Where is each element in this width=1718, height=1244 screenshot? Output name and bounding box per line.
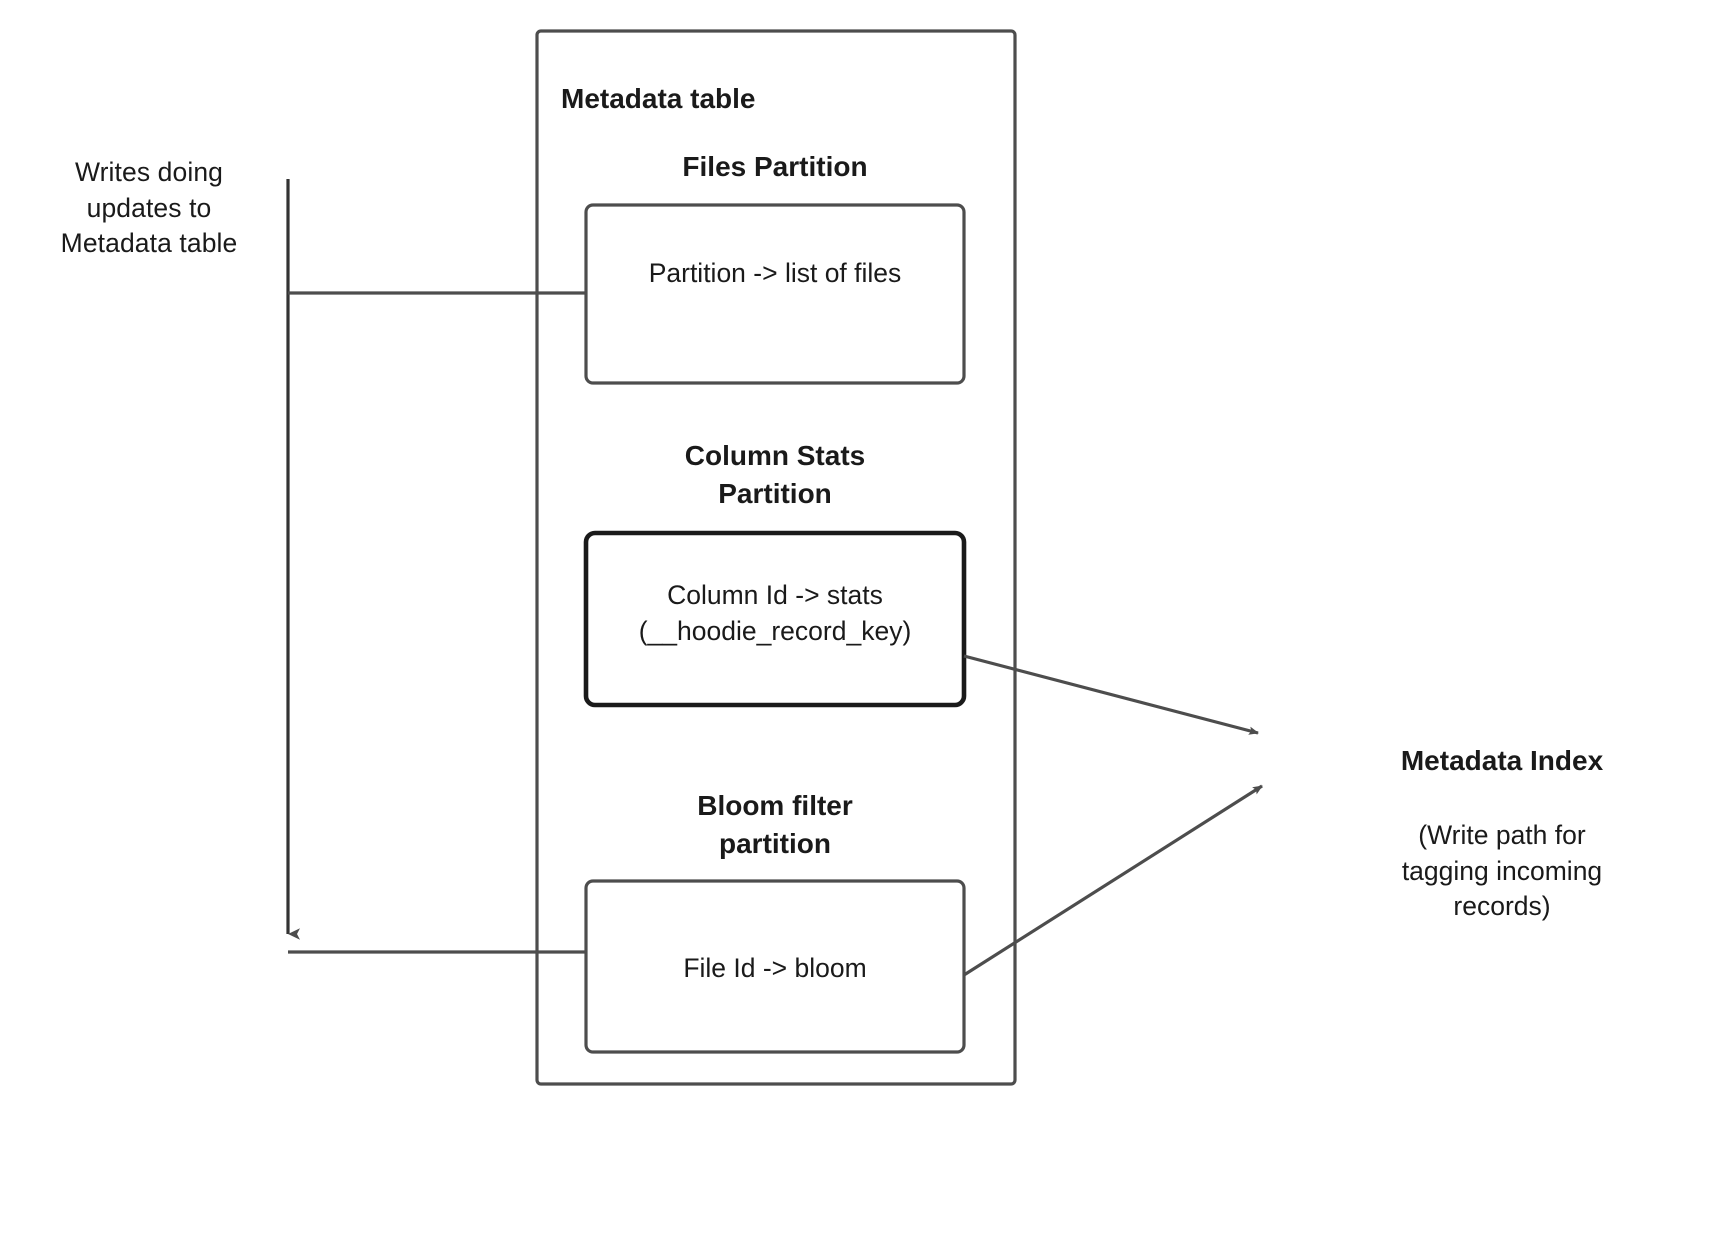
metadata-table-container [535,29,1017,1086]
column-stats-partition-heading: Column Stats Partition [684,440,866,509]
metadata-table-title: Metadata table [561,83,756,114]
column-stats-partition-box-text: Column Id -> stats (__hoodie_record_key) [638,580,912,646]
bloom-filter-partition-box-text: File Id -> bloom [683,953,867,983]
metadata-index-caption: (Write path for tagging incoming records… [1401,820,1603,921]
writes-doing-updates-label: Writes doing updates to Metadata table [60,157,238,258]
bloom-filter-partition-heading: Bloom filter partition [697,790,853,859]
files-partition-box-text: Partition -> list of files [648,258,902,288]
bloom-filter-to-index-arrow [963,784,1263,977]
metadata-index-title: Metadata Index [1400,745,1604,776]
files-partition-box [584,203,966,385]
column-stats-to-index-arrow [963,654,1259,735]
files-partition-heading: Files Partition [682,151,868,182]
